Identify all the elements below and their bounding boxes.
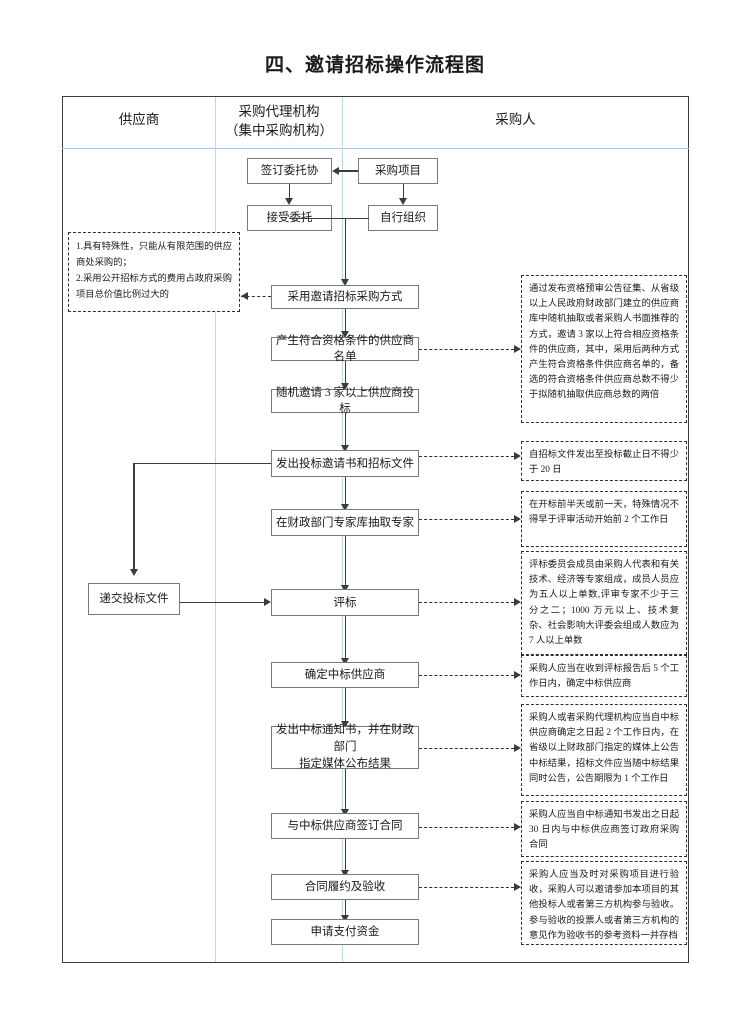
note-qualified-list: 通过发布资格预审公告征集、从省级以上人民政府财政部门建立的供应商库中随机抽取或者… <box>521 275 687 423</box>
connector-issue-to-submit-v <box>133 462 135 570</box>
box-sign-contract[interactable]: 与中标供应商签订合同 <box>271 813 419 839</box>
arrowhead-evaluate-to-determine <box>341 658 349 665</box>
page-title: 四、邀请招标操作流程图 <box>264 55 485 76</box>
arrowhead-list-to-invite <box>341 383 349 390</box>
lane-line-supplier-agency <box>215 97 216 962</box>
arrowhead-adopt-to-list <box>341 331 349 338</box>
box-determine-winner[interactable]: 确定中标供应商 <box>271 662 419 688</box>
box-issue-notice-line2: 指定媒体公布结果 <box>299 758 391 770</box>
note-left-condition-line2: 2.采用公开招标方式的费用占政府采购项目总价值比例过大的 <box>76 274 232 300</box>
arrowhead-acceptance-to-payment <box>341 915 349 922</box>
connector-notice-to-contract <box>344 769 347 809</box>
connector-merge-down <box>344 217 347 280</box>
connector-adopt-to-left-note <box>241 296 271 297</box>
connector-contract-to-acceptance <box>344 839 347 870</box>
connector-evaluate-to-note <box>419 601 514 603</box>
box-issue-notice-line1: 发出中标通知书，并在财政部门 <box>276 724 414 753</box>
column-header-supplier: 供应商 <box>63 110 215 129</box>
connector-sign-to-accept <box>288 184 291 198</box>
connector-project-to-self <box>402 184 405 198</box>
column-header-purchaser-label: 采购人 <box>495 112 536 127</box>
box-adopt-invitation[interactable]: 采用邀请招标采购方式 <box>271 285 419 309</box>
arrowhead-notice-to-note <box>514 744 521 752</box>
arrowhead-contract-to-acceptance <box>341 870 349 877</box>
connector-determine-to-note <box>419 674 514 676</box>
box-contract-acceptance[interactable]: 合同履约及验收 <box>271 874 419 900</box>
note-evaluate-bid: 评标委员会成员由采购人代表和有关技术、经济等专家组成，成员人员应为五人以上单数,… <box>521 551 687 655</box>
column-header-agency-label-line1: 采购代理机构 <box>238 104 320 119</box>
arrowhead-issue-to-submit <box>129 569 138 576</box>
arrowhead-list-to-note <box>514 345 521 353</box>
arrowhead-experts-to-evaluate <box>341 585 349 592</box>
column-header-purchaser: 采购人 <box>343 110 688 129</box>
connector-invite-to-issue <box>344 413 347 445</box>
connector-determine-to-notice <box>344 688 347 721</box>
note-contract-acceptance: 采购人应当及时对采购项目进行验收，采购人可以邀请参加本项目的其他投标人或者第三方… <box>521 861 687 945</box>
connector-issue-to-submit-h <box>133 462 271 465</box>
box-evaluate-bid[interactable]: 评标 <box>271 589 419 616</box>
connector-contract-to-note <box>419 826 514 828</box>
arrowhead-experts-to-note <box>514 515 521 523</box>
box-random-invite[interactable]: 随机邀请 3 家以上供应商投标 <box>271 387 419 415</box>
note-left-condition-line1: 1.具有特殊性，只能从有限范围的供应商处采购的； <box>76 242 232 268</box>
arrowhead-contract-to-note <box>514 823 521 831</box>
arrowhead-issue-to-note <box>514 452 521 460</box>
connector-experts-to-evaluate <box>344 536 347 585</box>
note-sign-contract: 采购人应当自中标通知书发出之日起 30 日内与中标供应商签订政府采购合同 <box>521 801 687 857</box>
arrowhead-submit-to-evaluate <box>264 598 271 606</box>
note-issue-notice: 采购人或者采购代理机构应当自中标供应商确定之日起 2 个工作日内，在省级以上财政… <box>521 704 687 796</box>
connector-adopt-to-list <box>344 309 347 331</box>
box-issue-invitation[interactable]: 发出投标邀请书和招标文件 <box>271 450 419 477</box>
arrowhead-merge-to-adopt <box>341 279 349 286</box>
box-apply-payment[interactable]: 申请支付资金 <box>271 919 419 945</box>
box-submit-bid[interactable]: 递交投标文件 <box>88 583 180 615</box>
connector-project-to-sign <box>339 170 358 172</box>
connector-evaluate-to-determine <box>344 616 347 658</box>
box-issue-notice[interactable]: 发出中标通知书，并在财政部门 指定媒体公布结果 <box>271 724 419 770</box>
box-sign-entrust[interactable]: 签订委托协 <box>247 158 332 184</box>
note-determine-winner: 采购人应当在收到评标报告后 5 个工作日内，确定中标供应商 <box>521 655 687 697</box>
connector-list-to-invite <box>344 361 347 383</box>
connector-acceptance-to-payment <box>344 900 347 915</box>
header-divider-rule <box>62 148 689 149</box>
note-left-condition: 1.具有特殊性，只能从有限范围的供应商处采购的； 2.采用公开招标方式的费用占政… <box>68 232 240 312</box>
arrowhead-evaluate-to-note <box>514 598 521 606</box>
box-purchase-project[interactable]: 采购项目 <box>358 158 438 184</box>
connector-experts-to-note <box>419 518 514 520</box>
arrowhead-sign-to-accept <box>285 198 293 205</box>
connector-issue-to-note <box>419 455 514 457</box>
arrowhead-invite-to-issue <box>341 445 349 452</box>
connector-list-to-note <box>419 348 514 350</box>
column-header-agency: 采购代理机构 （集中采购机构） <box>216 102 342 140</box>
arrowhead-issue-to-experts <box>341 504 349 511</box>
column-header-agency-label-line2: （集中采购机构） <box>225 123 333 138</box>
arrowhead-determine-to-note <box>514 671 521 679</box>
arrowhead-notice-to-contract <box>341 809 349 816</box>
arrowhead-determine-to-notice <box>341 721 349 728</box>
connector-merge-bar <box>288 217 369 220</box>
note-issue-invitation: 自招标文件发出至投标截止日不得少于 20 日 <box>521 441 687 481</box>
arrowhead-project-to-sign <box>332 166 339 175</box>
connector-notice-to-note <box>419 747 514 749</box>
box-draw-experts[interactable]: 在财政部门专家库抽取专家 <box>271 509 419 536</box>
connector-submit-to-evaluate <box>180 601 264 604</box>
arrowhead-project-to-self <box>399 198 407 205</box>
column-header-supplier-label: 供应商 <box>118 112 160 127</box>
connector-issue-to-experts <box>344 477 347 504</box>
arrowhead-acceptance-to-note <box>514 883 521 891</box>
connector-acceptance-to-note <box>419 886 514 888</box>
note-draw-experts: 在开标前半天或前一天，特殊情况不得早于评审活动开始前 2 个工作日 <box>521 491 687 547</box>
box-self-organize[interactable]: 自行组织 <box>368 205 438 231</box>
box-qualified-list[interactable]: 产生符合资格条件的供应商名单 <box>271 335 419 363</box>
arrowhead-adopt-to-left-note <box>241 292 248 300</box>
